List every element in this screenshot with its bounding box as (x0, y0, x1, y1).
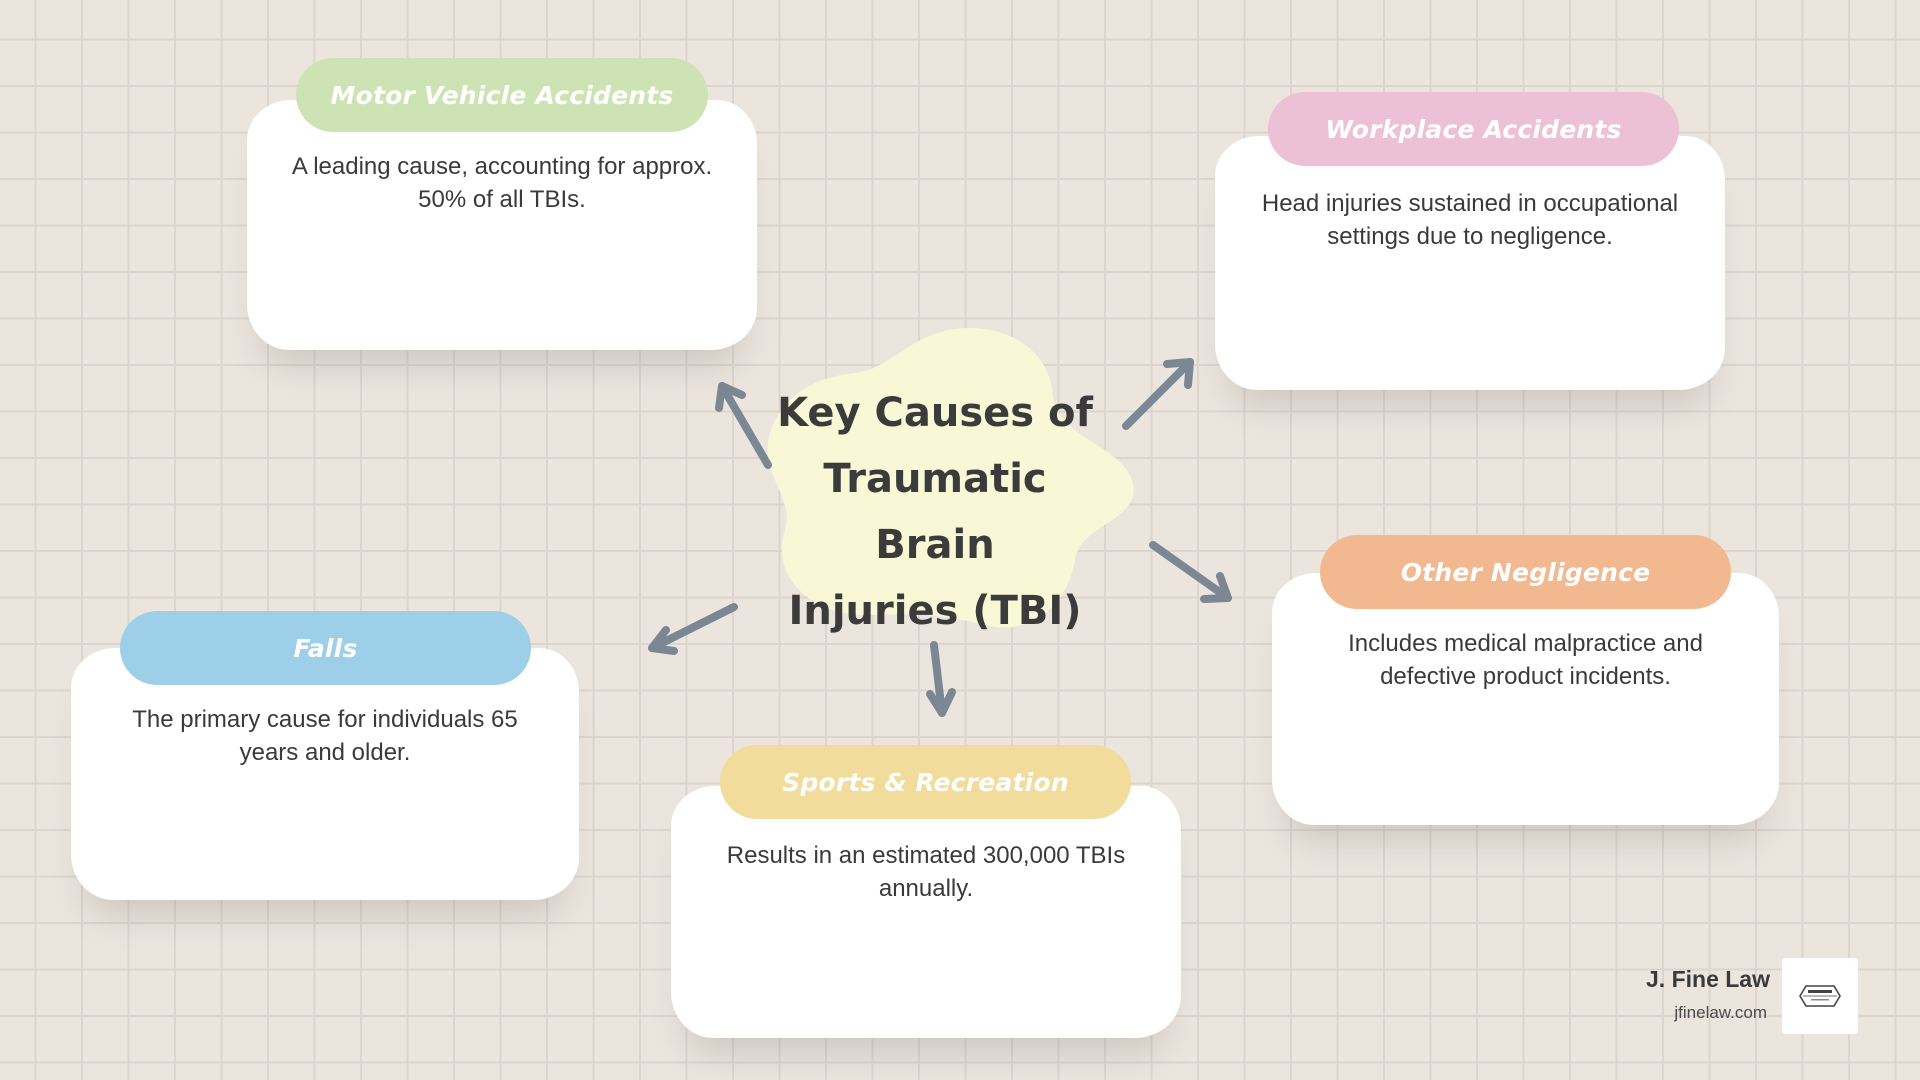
title-line-2: Traumatic Brain (823, 456, 1047, 568)
node-title-pill: Motor Vehicle Accidents (296, 58, 708, 132)
node-description: Results in an estimated 300,000 TBIs ann… (726, 842, 1126, 902)
node-description: Head injuries sustained in occupational … (1261, 190, 1679, 250)
node-description: A leading cause, accounting for approx. … (291, 153, 713, 213)
arrow-to-falls (648, 603, 738, 655)
node-description: The primary cause for individuals 65 yea… (132, 706, 518, 766)
node-title-pill: Sports & Recreation (720, 745, 1131, 819)
node-workplace-accidents: Head injuries sustained in occupational … (1215, 136, 1725, 390)
node-falls: The primary cause for individuals 65 yea… (71, 648, 579, 900)
arrow-to-sports-recreation (926, 641, 956, 717)
diagram-title: Key Causes of Traumatic Brain Injuries (… (770, 380, 1100, 644)
node-motor-vehicle-accidents: A leading cause, accounting for approx. … (247, 100, 757, 350)
node-title-pill: Workplace Accidents (1268, 92, 1679, 166)
node-other-negligence: Includes medical malpractice and defecti… (1272, 573, 1779, 825)
brand-logo-icon (1799, 985, 1841, 1007)
brand-url: jfinelaw.com (1674, 1003, 1767, 1022)
arrow-to-motor-vehicle-accidents (715, 382, 772, 469)
node-description: Includes medical malpractice and defecti… (1348, 630, 1703, 690)
brand-name: J. Fine Law (1646, 966, 1770, 992)
node-title-pill: Falls (120, 611, 531, 685)
node-sports-recreation: Results in an estimated 300,000 TBIs ann… (671, 786, 1181, 1038)
title-line-1: Key Causes of (777, 390, 1093, 436)
arrow-to-other-negligence (1149, 541, 1232, 603)
arrow-to-workplace-accidents (1122, 358, 1194, 430)
center-blob (767, 328, 1134, 628)
node-title-pill: Other Negligence (1320, 535, 1731, 609)
title-line-3: Injuries (TBI) (788, 588, 1082, 634)
brand-logo (1782, 958, 1858, 1034)
